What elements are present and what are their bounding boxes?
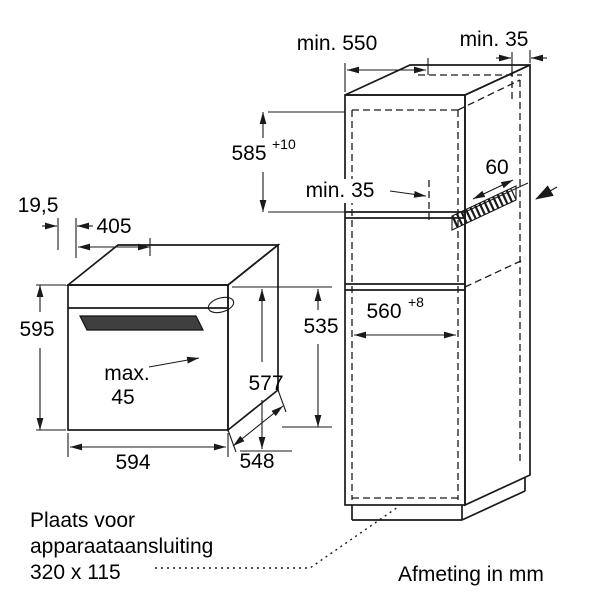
- oven-drawing: [65, 243, 281, 432]
- niche-width-label: 560: [366, 300, 401, 323]
- footer-text: Plaats voor apparaataansluiting 320 x 11…: [30, 509, 544, 586]
- oven-grip-recess: [207, 296, 235, 314]
- cabinet-drawing: [344, 63, 558, 521]
- cabinet-min-top-gap-label: min. 35: [460, 28, 529, 51]
- units-label: Afmeting in mm: [398, 563, 544, 586]
- oven-width-label: 594: [115, 451, 150, 474]
- oven-height-label: 595: [19, 318, 54, 341]
- niche-height-tolerance: +10: [272, 136, 296, 152]
- oven-depth-label: 548: [239, 450, 274, 473]
- cabinet-dimensions: [259, 50, 547, 339]
- oven-handle: [79, 315, 204, 331]
- connection-note-line3: 320 x 115: [30, 561, 121, 584]
- cabinet-min-depth-label: min. 550: [297, 32, 378, 55]
- connection-note-line2: apparaataansluiting: [30, 535, 213, 558]
- dimension-labels: 19,5 405 595 max. 45 594 548 577 535 min…: [18, 28, 529, 474]
- niche-height-label: 585: [231, 142, 266, 165]
- airflow-arrow: [535, 185, 558, 200]
- oven-depth-body-label: 535: [303, 315, 338, 338]
- niche-width-tolerance: +8: [408, 294, 424, 310]
- cabinet-vent-width-label: 60: [485, 156, 508, 179]
- oven-handle-max-label: max.: [104, 362, 150, 385]
- oven-top-offset-label: 19,5: [18, 194, 59, 217]
- oven-handle-max-value: 45: [111, 386, 134, 409]
- oven-dimensions: [36, 218, 332, 457]
- connection-note-line1: Plaats voor: [30, 509, 135, 532]
- oven-depth-total-label: 577: [248, 372, 283, 395]
- cabinet-hidden-edges: [351, 70, 526, 500]
- cabinet-min-shelf-gap-label: min. 35: [306, 179, 375, 202]
- oven-body: [65, 243, 281, 432]
- oven-top-depth-label: 405: [96, 215, 131, 238]
- cabinet-body: [344, 63, 531, 521]
